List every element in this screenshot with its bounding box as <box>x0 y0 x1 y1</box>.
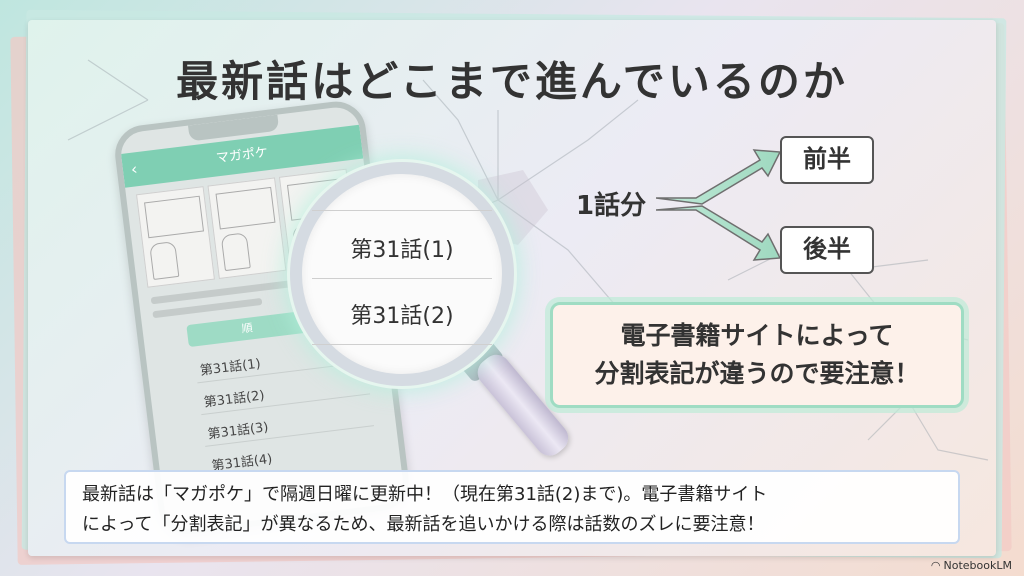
notebooklm-logo-icon: ◠ <box>930 559 941 572</box>
episode-unit-label: 1話分 <box>576 191 647 221</box>
second-half-box: 後半 <box>780 226 874 274</box>
divider <box>312 210 492 211</box>
split-arrows <box>656 149 782 261</box>
divider <box>312 344 492 345</box>
caption-line: 最新話は「マガポケ」で隔週日曜に更新中！（現在第31話(2)まで)。電子書籍サイ… <box>82 484 768 505</box>
manga-thumbnail <box>207 177 287 279</box>
caption-line: によって「分割表記」が異なるため、最新話を追いかける際は話数のズレに要注意！ <box>82 514 765 535</box>
page-title: 最新話はどこまで進んでいるのか <box>176 57 848 106</box>
warning-note: 電子書籍サイトによって 分割表記が違うので要注意！ <box>550 302 964 408</box>
brand-watermark: ◠NotebookLM <box>931 559 1012 572</box>
caption-box: 最新話は「マガポケ」で隔週日曜に更新中！（現在第31話(2)まで)。電子書籍サイ… <box>64 470 960 544</box>
slide-card: 最新話はどこまで進んでいるのか ‹ マガポケ 順 第31話(1) 第31話(2)… <box>28 20 996 556</box>
magnifier-lens: 第31話(1) 第31話(2) <box>290 162 514 386</box>
warning-note-line: 電子書籍サイトによって <box>620 321 894 350</box>
brand-label: NotebookLM <box>943 559 1012 572</box>
magnified-episode: 第31話(2) <box>350 304 454 329</box>
divider <box>312 278 492 279</box>
chevron-left-icon: ‹ <box>129 159 139 179</box>
warning-note-line: 分割表記が違うので要注意！ <box>594 359 920 388</box>
manga-thumbnail <box>136 186 215 288</box>
first-half-box: 前半 <box>780 136 874 184</box>
order-button[interactable]: 順 <box>186 310 309 348</box>
phone-app-title: マガポケ <box>215 145 269 167</box>
magnified-episode: 第31話(1) <box>350 238 454 263</box>
